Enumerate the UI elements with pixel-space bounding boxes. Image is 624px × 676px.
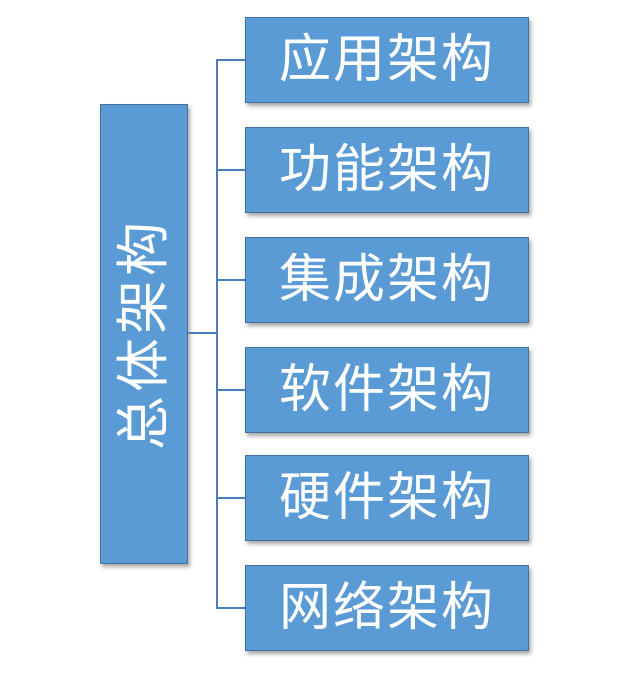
- node-function-architecture: 功能架构: [245, 127, 529, 213]
- root-connector: [188, 332, 218, 334]
- branch-connector-network: [216, 607, 246, 609]
- node-label: 功能架构: [278, 140, 495, 200]
- node-label: 应用架构: [278, 30, 495, 90]
- node-label: 网络架构: [278, 578, 495, 638]
- branch-connector-integration: [216, 279, 246, 281]
- vertical-connector: [216, 60, 218, 608]
- node-application-architecture: 应用架构: [245, 17, 529, 103]
- node-label: 集成架构: [278, 250, 495, 310]
- node-integration-architecture: 集成架构: [245, 237, 529, 323]
- root-node-label: 总体架构: [112, 218, 175, 450]
- branch-connector-application: [216, 59, 246, 61]
- branch-connector-software: [216, 389, 246, 391]
- node-label: 硬件架构: [278, 468, 495, 528]
- branch-connector-hardware: [216, 497, 246, 499]
- root-node-overall-architecture: 总体架构: [100, 104, 188, 564]
- node-label: 软件架构: [278, 360, 495, 420]
- branch-connector-function: [216, 169, 246, 171]
- node-hardware-architecture: 硬件架构: [245, 455, 529, 541]
- node-software-architecture: 软件架构: [245, 347, 529, 433]
- node-network-architecture: 网络架构: [245, 565, 529, 651]
